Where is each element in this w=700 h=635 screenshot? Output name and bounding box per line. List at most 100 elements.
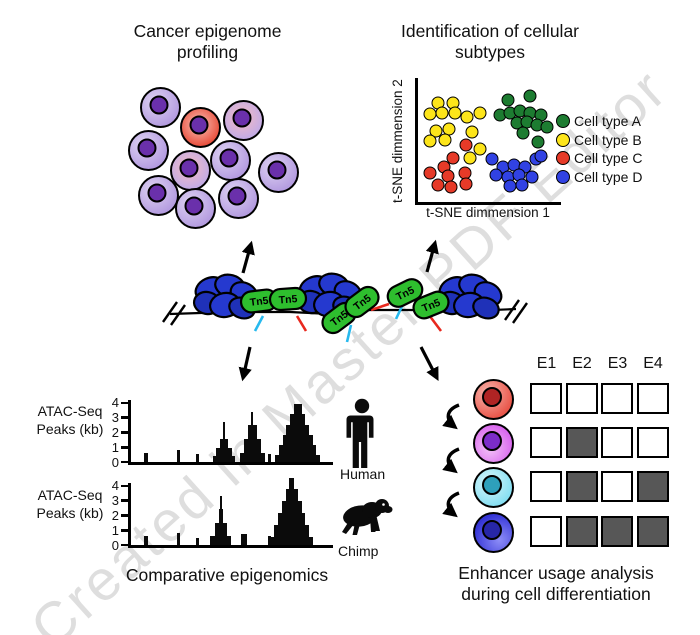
peak-bar: [243, 438, 249, 462]
peak-bar: [308, 434, 313, 462]
differentiation-cell: [472, 511, 514, 553]
peak-bar: [240, 533, 248, 545]
y-axis-tick-label: 4: [111, 478, 119, 494]
cancer-cell-nucleus: [137, 138, 157, 158]
scatter-point: [523, 89, 537, 103]
arrow-to-comparative-panel: [238, 346, 252, 382]
peak-bar: [176, 533, 181, 545]
comparative-caption: Comparative epigenomics: [125, 565, 329, 585]
peak-bar: [251, 424, 257, 462]
scatter-point: [465, 125, 479, 139]
peak-bar: [277, 513, 283, 545]
enhancer-box: [601, 471, 633, 502]
cancer-cell: [179, 106, 221, 148]
scatter-point: [540, 120, 554, 134]
tsne-x-axis-label: t-SNE dimmension 1: [426, 205, 550, 220]
tsne-plot-area: [415, 78, 561, 205]
cancer-cell-nucleus: [149, 95, 169, 115]
peak-bar: [308, 537, 314, 545]
enhancer-box: [530, 427, 562, 458]
scatter-point: [446, 151, 460, 165]
peak-bar: [297, 404, 302, 462]
cancer-cell: [217, 177, 259, 219]
differentiation-cell-nucleus: [481, 520, 502, 541]
peak-bar: [219, 439, 225, 462]
enhancer-header-e1: E1: [536, 355, 557, 372]
peak-bar: [259, 453, 265, 462]
y-axis-tick: [121, 416, 129, 419]
peak-bar: [293, 404, 298, 462]
y-axis-tick-label: 4: [111, 395, 119, 411]
scatter-point: [525, 170, 539, 184]
peak-bar: [300, 513, 306, 545]
enhancer-box: [530, 516, 562, 547]
legend-label: Cell type C: [574, 150, 643, 167]
cancer-cell: [257, 151, 299, 193]
flow-arrows: [238, 239, 439, 382]
y-axis-tick-label: 2: [111, 507, 119, 523]
y-axis-tick-label: 1: [111, 439, 119, 455]
peak-bar: [281, 501, 287, 545]
peak-bar: [285, 489, 290, 545]
peak-bar: [176, 450, 181, 462]
scatter-point: [423, 134, 437, 148]
y-axis-tick: [121, 543, 129, 547]
y-axis-tick: [121, 431, 129, 434]
cancer-cell: [139, 86, 181, 128]
atac-axis-label-human: ATAC-Seq Peaks (kb): [36, 403, 104, 437]
y-axis-tick-label: 0: [111, 454, 119, 470]
scatter-point: [531, 135, 545, 149]
legend-item: Cell type B: [556, 131, 642, 150]
peak-bar: [278, 444, 284, 462]
peak-bar: [315, 455, 321, 462]
legend-dot: [556, 132, 570, 147]
enhancer-box: [636, 427, 669, 458]
y-axis-tick-label: 0: [111, 537, 119, 553]
scatter-point: [438, 133, 452, 147]
peak-bar: [282, 434, 287, 462]
peak-bar: [289, 414, 295, 462]
peak-bar: [255, 438, 261, 462]
legend-label: Cell type D: [574, 168, 643, 185]
chimp-eye: [382, 503, 385, 506]
legend-label: Cell type A: [574, 113, 641, 130]
differentiation-cell: [472, 466, 514, 508]
scatter-point: [460, 110, 474, 124]
peak-bar: [210, 536, 216, 545]
scatter-point: [431, 178, 445, 192]
legend-item: Cell type C: [556, 149, 642, 168]
scatter-point: [459, 177, 473, 191]
scatter-point: [473, 142, 487, 156]
enhancer-box: [636, 516, 669, 547]
y-axis-tick: [121, 499, 129, 502]
enhancer-box: [530, 383, 562, 414]
peak-bar: [222, 522, 228, 545]
y-axis-tick: [121, 460, 129, 464]
differentiation-arrow: [442, 403, 460, 430]
legend-item: Cell type D: [556, 168, 642, 187]
y-axis-tick: [121, 528, 129, 532]
scatter-point: [459, 138, 473, 152]
atac-axis-label-chimp: ATAC-Seq Peaks (kb): [36, 487, 104, 521]
enhancer-box: [636, 471, 669, 502]
cancer-cell-nucleus: [232, 108, 252, 128]
scatter-point: [435, 106, 449, 120]
cancer-cell-nucleus: [147, 183, 167, 203]
peak-bar: [223, 439, 228, 462]
subtypes-panel-title: Identification of cellular subtypes: [400, 21, 580, 63]
y-axis-tick-label: 3: [111, 493, 119, 509]
enhancer-box: [601, 383, 633, 414]
scatter-point: [463, 151, 477, 165]
peak-bar: [212, 456, 217, 462]
cancer-cell-nucleus: [179, 158, 199, 178]
peak-bar: [144, 453, 148, 462]
peak-bar: [275, 455, 280, 462]
enhancer-header-e3: E3: [607, 355, 628, 372]
cancer-cell-nucleus: [184, 196, 204, 216]
enhancer-box: [601, 516, 633, 547]
peak-bar: [297, 501, 302, 545]
peak-bar: [144, 536, 148, 545]
enhancer-box: [530, 471, 562, 502]
